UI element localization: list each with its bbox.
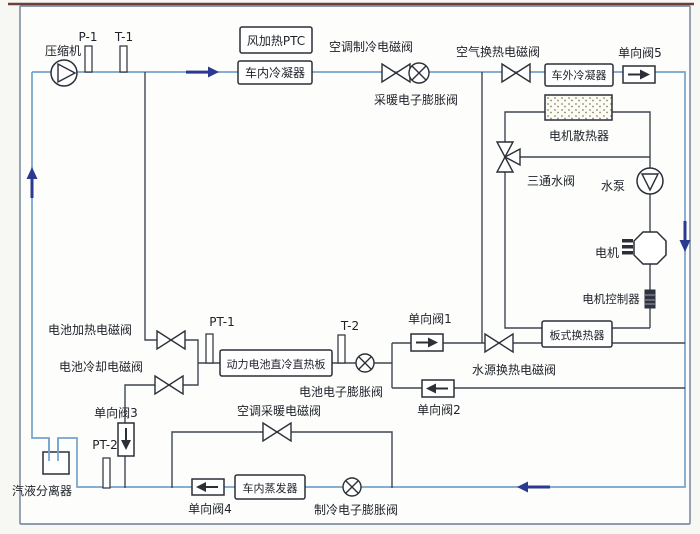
diagram-frame xyxy=(19,5,691,525)
compressor-label: 压缩机 xyxy=(45,43,81,58)
flow-arrow-left-icon xyxy=(517,481,550,493)
check3-label: 单向阀3 xyxy=(94,405,138,420)
expansion-valves xyxy=(342,62,430,497)
cooling-eev-label: 制冷电子膨胀阀 xyxy=(314,503,398,517)
check-valve-1 xyxy=(410,333,444,352)
pt1-label: PT-1 xyxy=(209,315,234,329)
sensor-pt1-stub xyxy=(205,333,214,364)
motor-radiator-label: 电机散热器 xyxy=(549,128,609,143)
heating-eev-label: 采暖电子膨胀阀 xyxy=(374,93,458,107)
battery-cooling-valve-label: 电池冷却电磁阀 xyxy=(59,359,143,374)
sensor-t1-stub xyxy=(119,45,128,73)
check-valve-3 xyxy=(117,422,135,457)
exterior-condenser-label: 车外冷凝器 xyxy=(552,68,607,82)
water-source-hx-solenoid-valve xyxy=(484,332,514,354)
separator-label: 汽液分离器 xyxy=(12,483,72,498)
three-way-valve-label: 三通水阀 xyxy=(527,174,575,188)
flow-arrow-down-icon xyxy=(679,221,691,252)
check4-label: 单向阀4 xyxy=(188,501,232,516)
check-valves xyxy=(117,65,656,496)
check-valve-2 xyxy=(421,379,455,398)
pt2-label: PT-2 xyxy=(92,438,117,452)
motor-controller-symbol xyxy=(644,289,656,309)
water-hx-valve-label: 水源换热电磁阀 xyxy=(472,362,556,377)
ac-heating-valve-label: 空调采暖电磁阀 xyxy=(237,403,321,418)
battery-cooling-solenoid-valve xyxy=(154,374,184,396)
pipe-motor-water-loop xyxy=(504,111,651,329)
air-hx-solenoid-valve xyxy=(501,62,531,84)
cabin-condenser-box: 车内冷凝器 xyxy=(237,60,313,85)
battery-plate-box: 动力电池直冷直热板 xyxy=(219,349,333,377)
ac-heating-solenoid-valve xyxy=(262,421,292,443)
motor-radiator-box xyxy=(544,94,613,121)
water-pump-symbol xyxy=(636,167,664,195)
battery-heating-solenoid-valve xyxy=(156,329,186,351)
pump-label: 水泵 xyxy=(601,179,625,193)
cabin-condenser-label: 车内冷凝器 xyxy=(245,65,305,80)
check-valve-5 xyxy=(622,65,656,84)
ac-cooling-valve-label: 空调制冷电磁阀 xyxy=(329,39,413,54)
compressor-symbol xyxy=(50,59,78,87)
t2-label: T-2 xyxy=(340,319,359,333)
vapor-liquid-separator-symbol xyxy=(42,438,70,475)
battery-heating-valve-label: 电池加热电磁阀 xyxy=(48,322,132,337)
plate-heat-exchanger-box: 板式换热器 xyxy=(541,320,613,348)
air-hx-valve-label: 空气换热电磁阀 xyxy=(456,44,540,59)
solenoid-valves xyxy=(154,62,531,443)
ptc-heater-box: 风加热PTC xyxy=(239,26,313,54)
battery-eev-symbol xyxy=(355,353,375,373)
motor-label: 电机 xyxy=(595,246,619,260)
exterior-condenser-box: 车外冷凝器 xyxy=(544,63,614,87)
flow-arrow-up-icon xyxy=(26,167,38,198)
flow-arrow-right-icon xyxy=(186,66,219,78)
mcu-label: 电机控制器 xyxy=(582,292,640,306)
battery-eev-label: 电池电子膨胀阀 xyxy=(299,385,383,399)
ac-cooling-solenoid-valve xyxy=(381,62,411,84)
plate-heat-exchanger-label: 板式换热器 xyxy=(550,328,605,342)
sensor-p1-stub xyxy=(84,45,93,73)
battery-plate-label: 动力电池直冷直热板 xyxy=(227,357,326,371)
check1-label: 单向阀1 xyxy=(408,311,452,326)
motor-symbol xyxy=(622,231,667,265)
heating-eev-symbol xyxy=(408,62,430,84)
three-way-valve-symbol xyxy=(495,141,521,173)
sensor-pt2-stub xyxy=(102,457,111,489)
evaporator-box: 车内蒸发器 xyxy=(234,474,306,500)
flow-arrows xyxy=(26,66,691,493)
t1-label: T-1 xyxy=(114,30,133,44)
p1-label: P-1 xyxy=(79,30,98,44)
check2-label: 单向阀2 xyxy=(417,402,461,417)
ptc-heater-label: 风加热PTC xyxy=(247,34,305,48)
check5-label: 单向阀5 xyxy=(618,45,662,60)
evaporator-label: 车内蒸发器 xyxy=(243,481,298,495)
sensor-t2-stub xyxy=(337,334,346,364)
cooling-eev-symbol xyxy=(342,477,362,497)
check-valve-4 xyxy=(191,478,225,496)
